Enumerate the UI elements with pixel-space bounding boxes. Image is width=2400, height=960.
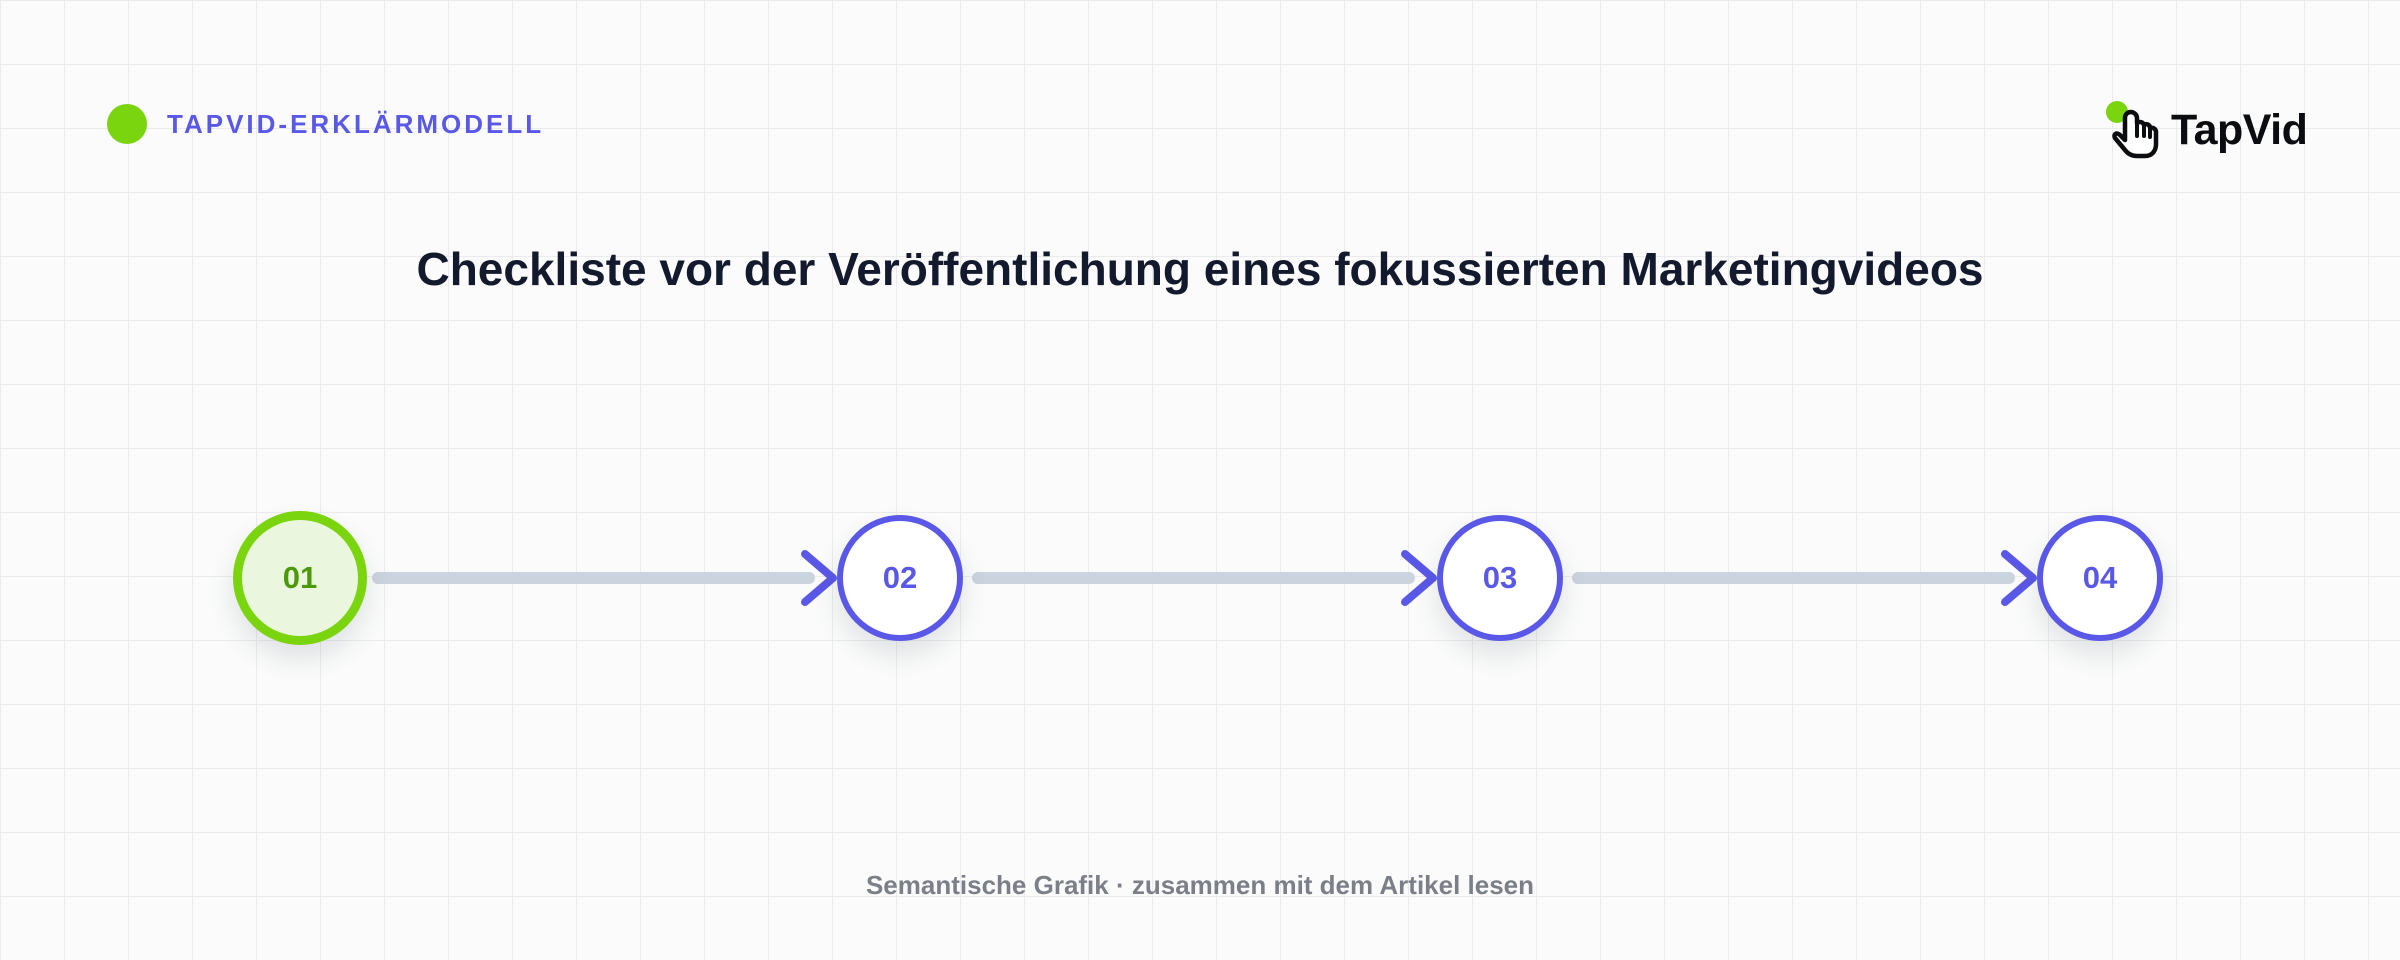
arrow-right-icon — [1401, 550, 1437, 606]
step-number: 01 — [282, 560, 318, 595]
step-number: 04 — [2082, 560, 2118, 595]
connector-line — [372, 572, 815, 584]
connector-line — [972, 572, 1415, 584]
connector-arrow — [1572, 550, 2043, 606]
connector-arrow — [972, 550, 1443, 606]
step-number: 02 — [882, 560, 918, 595]
logo-wordmark: TapVid — [2171, 105, 2308, 154]
arrow-right-icon — [801, 550, 837, 606]
step-node-01: 01 — [233, 511, 367, 645]
brand-tag: TAPVID-ERKLÄRMODELL — [107, 104, 544, 144]
green-dot-icon — [107, 104, 147, 144]
process-flow: 01 02 03 04 — [0, 480, 2400, 670]
step-node-02: 02 — [837, 515, 963, 641]
step-node-03: 03 — [1437, 515, 1563, 641]
connector-line — [1572, 572, 2015, 584]
brand-tag-label: TAPVID-ERKLÄRMODELL — [167, 109, 545, 139]
arrow-right-icon — [2001, 550, 2037, 606]
page-title: Checkliste vor der Veröffentlichung eine… — [416, 243, 1984, 295]
hand-pointer-icon — [2106, 101, 2159, 159]
connector-arrow — [372, 550, 843, 606]
tapvid-logo[interactable]: TapVid — [2103, 98, 2308, 162]
step-node-04: 04 — [2037, 515, 2163, 641]
step-number: 03 — [1482, 560, 1518, 595]
footer-note: Semantische Grafik · zusammen mit dem Ar… — [865, 870, 1535, 900]
